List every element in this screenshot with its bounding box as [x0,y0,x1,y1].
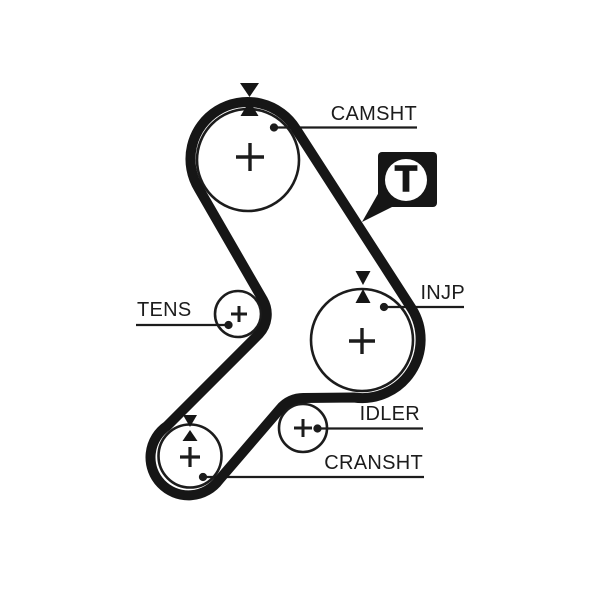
tensioner-center-cross-icon [231,306,247,322]
idler-leader-line [313,424,423,433]
label-tensioner: TENS [137,299,192,321]
camshaft-center-cross-icon [236,143,264,171]
injection-pump-leader-line [379,302,464,312]
label-crankshaft: CRANSHT [324,452,423,474]
label-camshaft: CAMSHT [330,103,417,125]
timing-badge-circle: T [385,157,427,201]
timing-belt [145,97,426,501]
camshaft-leader-dot [269,123,279,132]
idler-center-cross-icon [294,419,312,437]
injection-pump-pulley [309,287,415,393]
crankshaft-leader-dot [198,472,208,482]
crankshaft-leader-line [198,472,424,482]
tensioner-leader-dot [224,320,233,330]
crankshaft-timing-mark-icon [182,415,198,441]
idler-leader-dot [313,424,322,433]
label-idler: IDLER [359,403,420,425]
tensioner-leader-line [136,320,233,330]
tensioner-pulley [213,289,263,339]
camshaft-pulley [195,107,301,213]
injection-pump-timing-mark-icon [355,271,371,303]
label-injection-pump: INJP [420,282,465,304]
timing-badge-letter: T [394,157,418,200]
injection-pump-leader-dot [379,302,389,312]
camshaft-timing-mark-icon [240,83,259,116]
crankshaft-center-cross-icon [180,447,200,467]
idler-pulley [277,402,329,454]
injection-pump-center-cross-icon [349,328,375,354]
